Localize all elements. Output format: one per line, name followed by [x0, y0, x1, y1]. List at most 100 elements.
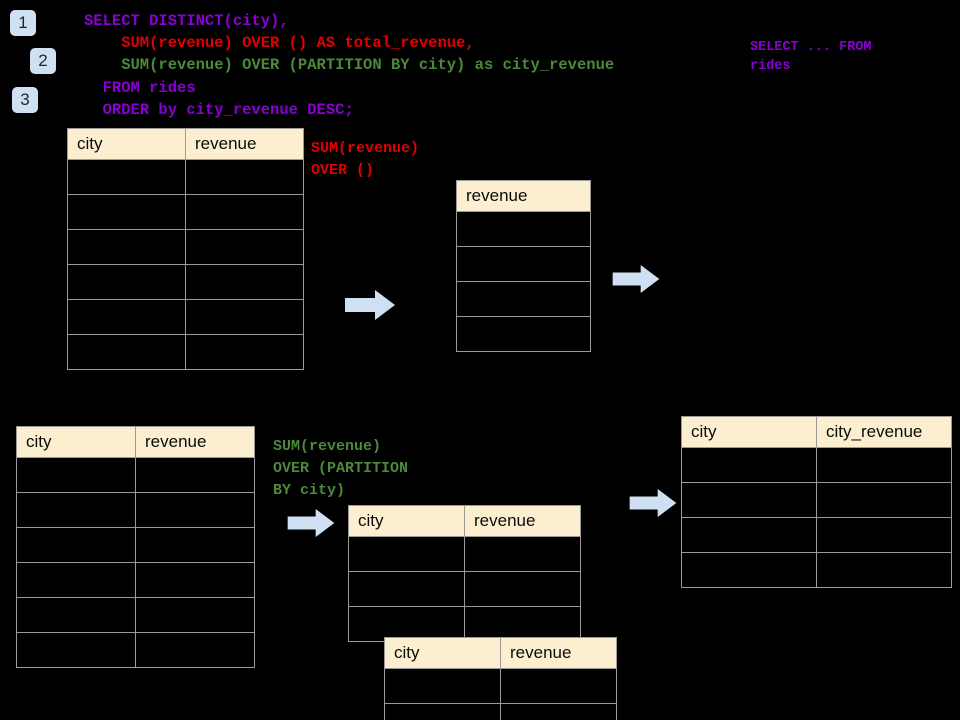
table-row: [681, 447, 952, 483]
step-badge-3: 3: [12, 87, 38, 113]
table-row: [16, 457, 255, 493]
table-source-top: city revenue: [67, 128, 304, 370]
table-row: [67, 194, 304, 230]
column-header-revenue: revenue: [500, 637, 617, 669]
column-header-city: city: [384, 637, 501, 669]
table-header-row: city city_revenue: [681, 416, 952, 448]
cell-revenue: [464, 571, 581, 607]
cell-city: [681, 552, 817, 588]
cell-revenue: [456, 316, 591, 352]
table-row: [456, 211, 591, 247]
cell-revenue: [135, 457, 255, 493]
cell-city: [16, 562, 136, 598]
cell-revenue: [464, 536, 581, 572]
cell-city-revenue: [816, 552, 952, 588]
column-header-revenue: revenue: [464, 505, 581, 537]
cell-city: [16, 597, 136, 633]
table-row: [16, 562, 255, 598]
column-header-revenue: revenue: [185, 128, 304, 160]
cell-city-revenue: [816, 482, 952, 518]
arrow-source-to-partition: [287, 509, 335, 537]
step-badge-2: 2: [30, 48, 56, 74]
cell-revenue: [135, 632, 255, 668]
cell-city-revenue: [816, 447, 952, 483]
cell-revenue: [135, 597, 255, 633]
table-row: [681, 552, 952, 588]
cell-revenue: [456, 211, 591, 247]
cell-city: [67, 229, 186, 265]
table-row: [16, 492, 255, 528]
table-row: [681, 482, 952, 518]
cell-revenue: [185, 264, 304, 300]
table-row: [67, 299, 304, 335]
table-partition-front: city revenue: [384, 637, 617, 720]
sql-line-from: FROM rides: [84, 79, 196, 97]
cell-revenue: [185, 194, 304, 230]
column-header-city: city: [67, 128, 186, 160]
column-header-city-revenue: city_revenue: [816, 416, 952, 448]
table-header-row: city revenue: [348, 505, 581, 537]
table-row: [384, 668, 617, 704]
cell-city: [16, 457, 136, 493]
annotation-select-from-rides: SELECT ... FROM rides: [750, 40, 872, 74]
cell-city: [67, 264, 186, 300]
cell-revenue: [500, 668, 617, 704]
cell-city: [384, 703, 501, 720]
cell-city: [384, 668, 501, 704]
cell-revenue: [185, 299, 304, 335]
table-row: [384, 703, 617, 720]
cell-city: [67, 299, 186, 335]
table-row: [348, 536, 581, 572]
cell-revenue: [185, 229, 304, 265]
cell-city: [348, 536, 465, 572]
table-row: [67, 334, 304, 370]
cell-revenue: [135, 492, 255, 528]
arrow-partition-to-result: [629, 489, 677, 517]
table-row: [456, 246, 591, 282]
table-total-revenue: revenue: [456, 180, 591, 352]
cell-city: [67, 334, 186, 370]
table-row: [67, 264, 304, 300]
cell-city: [67, 159, 186, 195]
sql-line-order-by: ORDER by city_revenue DESC;: [84, 101, 354, 119]
step-badge-1: 1: [10, 10, 36, 36]
table-row: [681, 517, 952, 553]
arrow-source-to-total: [345, 290, 395, 320]
table-partition-back: city revenue: [348, 505, 581, 642]
cell-revenue: [185, 334, 304, 370]
column-header-revenue: revenue: [135, 426, 255, 458]
table-header-row: revenue: [456, 180, 591, 212]
table-row: [348, 571, 581, 607]
cell-city-revenue: [816, 517, 952, 553]
column-header-city: city: [16, 426, 136, 458]
table-result: city city_revenue: [681, 416, 952, 588]
cell-city: [67, 194, 186, 230]
table-row: [16, 527, 255, 563]
table-header-row: city revenue: [67, 128, 304, 160]
column-header-revenue: revenue: [456, 180, 591, 212]
cell-city: [16, 492, 136, 528]
cell-revenue: [135, 562, 255, 598]
column-header-city: city: [348, 505, 465, 537]
table-header-row: city revenue: [16, 426, 255, 458]
cell-city: [681, 447, 817, 483]
sql-line-city-revenue: SUM(revenue) OVER (PARTITION BY city) as…: [84, 56, 615, 74]
cell-revenue: [500, 703, 617, 720]
cell-city: [348, 571, 465, 607]
table-row: [16, 632, 255, 668]
cell-city: [681, 482, 817, 518]
cell-city: [16, 632, 136, 668]
cell-city: [16, 527, 136, 563]
column-header-city: city: [681, 416, 817, 448]
arrow-total-to-result: [612, 265, 660, 293]
sql-line-total-revenue: SUM(revenue) OVER () AS total_revenue,: [84, 34, 475, 52]
table-source-bottom: city revenue: [16, 426, 255, 668]
table-row: [456, 316, 591, 352]
table-row: [16, 597, 255, 633]
annotation-sum-over-partition: SUM(revenue) OVER (PARTITION BY city): [273, 438, 409, 499]
cell-revenue: [456, 281, 591, 317]
table-row: [456, 281, 591, 317]
annotation-sum-over-empty: SUM(revenue) OVER (): [311, 140, 420, 179]
cell-city: [681, 517, 817, 553]
table-header-row: city revenue: [384, 637, 617, 669]
